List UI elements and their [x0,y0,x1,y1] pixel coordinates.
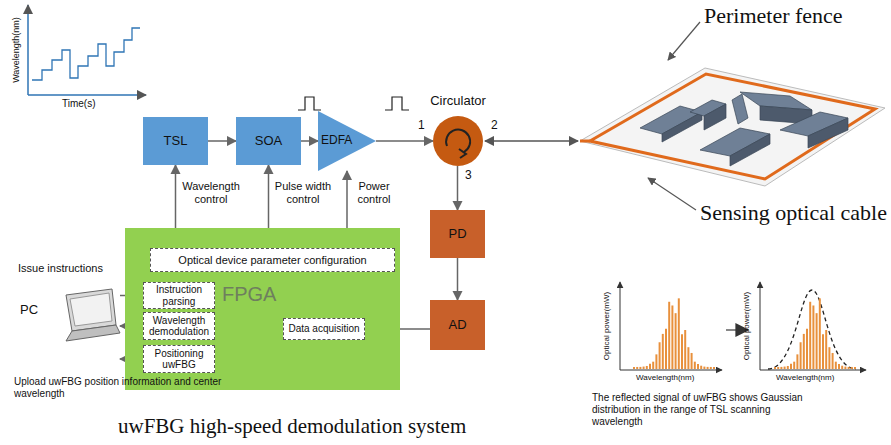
pulse-symbol [385,97,409,110]
edge-label: Issue instructions [18,262,138,275]
edge-label: Pulse width control [272,180,334,206]
text-label: 1 [418,118,425,132]
caption: uwFBG high-speed demodulation system [118,414,466,439]
connector-arrow [376,140,433,142]
text-label: Time(s) [62,98,96,110]
connector-arrow [301,140,318,142]
edge-label: Wavelength control [180,180,242,206]
text-label: Sensing optical cable [700,200,887,226]
node-text: Positioning uwFBG [147,348,211,371]
process-box: Optical device parameter configuration [150,248,395,272]
node-text: Wavelength demodulation [147,315,211,338]
pulse-symbol [298,97,321,110]
node-text: PC [20,303,38,318]
process-box: Instruction parsing [143,282,215,309]
leader-line [668,22,700,60]
node-text: Data acquisition [288,323,359,335]
text-label: Perimeter fence [704,3,843,29]
cable-link [485,140,578,142]
node-text: TSL [164,134,188,149]
leader-line [648,178,696,210]
circle-outline [433,116,483,166]
text-label: Wavelength(nm) [11,17,22,83]
edge-label: Power control [350,180,398,206]
node-text: EDFA [321,134,352,148]
text-label: Wavelength(nm) [776,373,834,383]
wavelength-sweep-graph [28,5,146,95]
node-text: Circulator [413,94,503,109]
text-label: The reflected signal of uwFBG shows Gaus… [592,392,822,428]
process-box: Wavelength demodulation [143,312,215,340]
text-label: Optical power(mW) [602,292,612,360]
process-box: Data acquisition [283,318,365,340]
circulator-symbol: Circulator [433,116,483,166]
laptop-icon [20,275,120,365]
text-label: Upload uwFBG position information and ce… [14,376,224,400]
process-box: Positioning uwFBG [143,345,215,373]
node-text: FPGA [222,283,276,306]
text-label: 3 [465,168,472,182]
amplifier-box: SOA [236,117,301,165]
node-text: PD [448,227,466,242]
amplifier-triangle: EDFA [318,111,376,171]
text-label: Optical power(mW) [742,292,752,360]
converter-box: AD [430,300,485,350]
node-text: Optical device parameter configuration [178,254,366,267]
node-text: SOA [255,134,282,149]
laser-box: TSL [143,117,208,165]
spectrum-plots [620,282,866,370]
connector-arrow [457,258,459,300]
computer: PC [20,275,120,365]
node-text: AD [448,318,466,333]
perimeter-fence [580,68,885,186]
detector-box: PD [430,210,485,258]
fpga-board: FPGA Optical device parameter configurati… [125,228,400,390]
connector-arrow [208,140,236,142]
text-label: 2 [491,118,498,132]
connector-arrow [457,166,459,210]
node-text: Instruction parsing [147,284,211,307]
text-label: Wavelength(nm) [636,373,694,383]
